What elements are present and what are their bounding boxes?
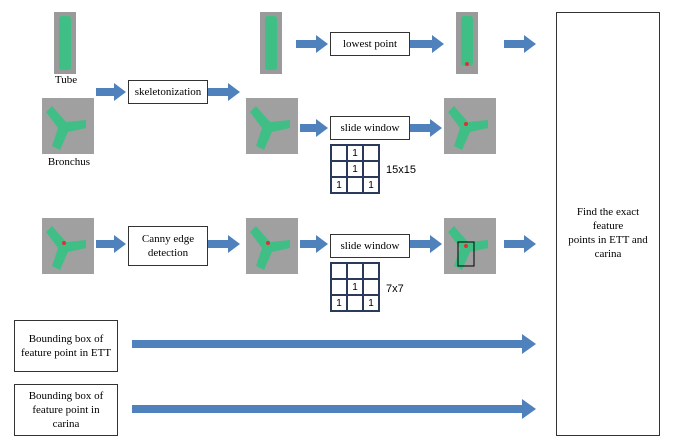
kernel-grid-7x7: 1 1 1 — [330, 262, 380, 312]
arrow-tube-to-lowest — [296, 35, 328, 53]
kernel-cell: 1 — [347, 145, 363, 161]
arrow-tube-to-final — [504, 35, 536, 53]
arrow-slide-to-bronchus — [410, 119, 442, 137]
kernel-cell — [363, 145, 379, 161]
tube-image-3 — [456, 12, 478, 74]
kernel-size-label-15x15: 15x15 — [386, 164, 416, 176]
kernel-cell — [363, 263, 379, 279]
arrow-bronchus5-to-slide — [300, 235, 328, 253]
tube-image-1 — [54, 12, 76, 74]
bronchus-image-1 — [42, 98, 94, 154]
bbox-carina-box: Bounding box of feature point in carina — [14, 384, 118, 436]
bronchus-image-2 — [246, 98, 298, 154]
tube-label: Tube — [54, 74, 78, 86]
slide-window-box-2: slide window — [330, 234, 410, 258]
kernel-cell — [363, 279, 379, 295]
kernel-cell: 1 — [331, 295, 347, 311]
lowest-point-box: lowest point — [330, 32, 410, 56]
arrow-canny-to-bronchus5 — [208, 235, 240, 253]
kernel-cell — [363, 161, 379, 177]
kernel-cell — [331, 263, 347, 279]
arrow-slide2-to-bronchus6 — [410, 235, 442, 253]
tube-image-2 — [260, 12, 282, 74]
slide-window-box-1: slide window — [330, 116, 410, 140]
kernel-cell: 1 — [363, 177, 379, 193]
kernel-cell: 1 — [331, 177, 347, 193]
bronchus-image-3 — [444, 98, 496, 154]
bronchus-image-4 — [42, 218, 94, 274]
kernel-cell — [331, 145, 347, 161]
skeletonization-box: skeletonization — [128, 80, 208, 104]
arrow-lowest-to-tube — [410, 35, 444, 53]
bronchus-image-6 — [444, 218, 496, 274]
canny-box: Canny edge detection — [128, 226, 208, 266]
arrow-tube-to-skeleton — [96, 83, 126, 101]
arrow-bronchus6-to-final — [504, 235, 536, 253]
bronchus-image-5 — [246, 218, 298, 274]
arrow-bronchus-to-slide — [300, 119, 328, 137]
kernel-cell — [331, 161, 347, 177]
kernel-cell — [331, 279, 347, 295]
arrows — [96, 35, 536, 419]
kernel-cell — [347, 263, 363, 279]
arrow-bronchus4-to-canny — [96, 235, 126, 253]
bbox-ett-box: Bounding box of feature point in ETT — [14, 320, 118, 372]
kernel-cell: 1 — [363, 295, 379, 311]
bronchus-label: Bronchus — [47, 156, 91, 168]
arrow-bbox-carina-to-final — [132, 399, 536, 419]
kernel-cell: 1 — [347, 279, 363, 295]
final-step-box: Find the exact feature points in ETT and… — [556, 12, 660, 436]
arrow-bbox-ett-to-final — [132, 334, 536, 354]
arrow-skeleton-to-images — [208, 83, 240, 101]
kernel-cell — [347, 177, 363, 193]
kernel-cell: 1 — [347, 161, 363, 177]
kernel-cell — [347, 295, 363, 311]
kernel-grid-15x15: 1 1 1 1 — [330, 144, 380, 194]
kernel-size-label-7x7: 7x7 — [386, 283, 404, 295]
